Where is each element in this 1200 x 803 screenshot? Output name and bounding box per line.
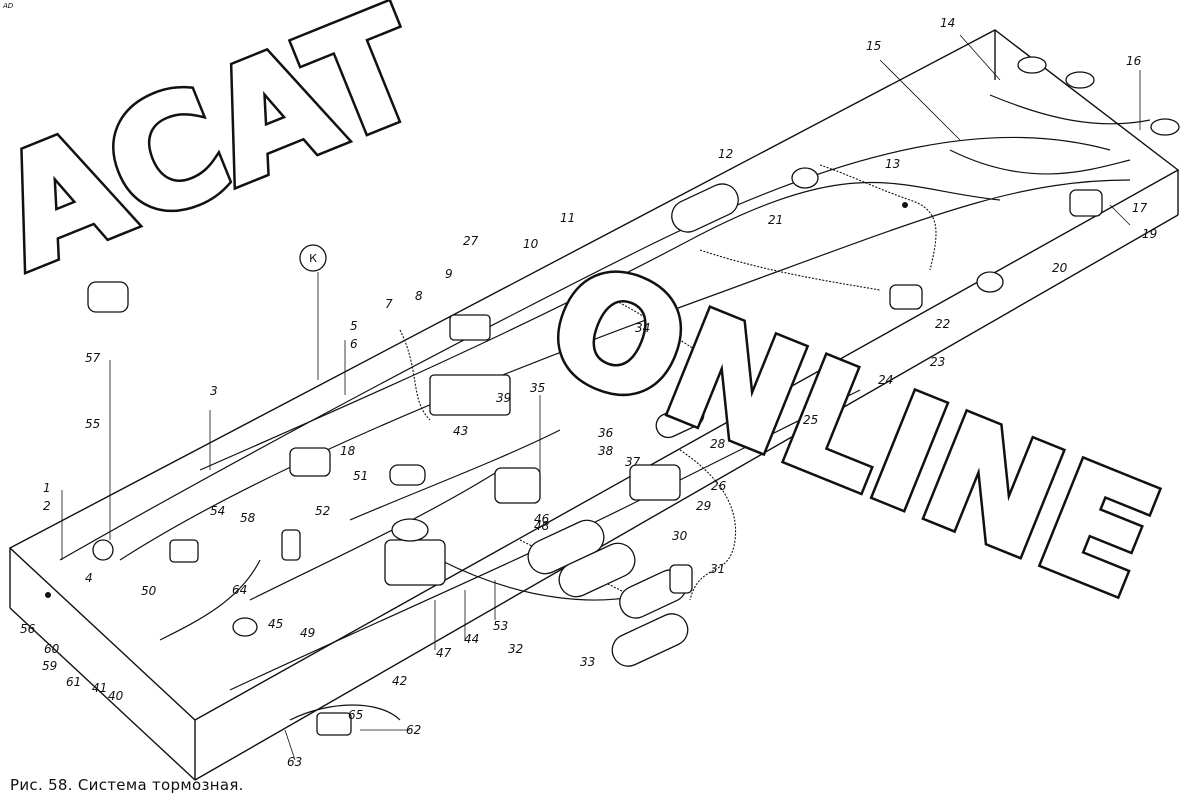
callout-51: 51 xyxy=(353,469,369,483)
callout-59: 59 xyxy=(42,659,58,673)
callout-29: 29 xyxy=(696,499,712,513)
chassis-frame xyxy=(8,29,1180,781)
callout-30: 30 xyxy=(672,529,688,543)
callout-19: 19 xyxy=(1142,227,1158,241)
callout-35: 35 xyxy=(530,381,546,395)
callout-6: 6 xyxy=(350,337,358,351)
callout-4: 4 xyxy=(85,571,93,585)
callout-21: 21 xyxy=(768,213,784,227)
callout-22: 22 xyxy=(935,317,951,331)
callout-61: 61 xyxy=(66,675,82,689)
callout-64: 64 xyxy=(232,583,248,597)
callout-49: 49 xyxy=(300,626,316,640)
callout-14: 14 xyxy=(940,16,956,30)
watermark-left-fill: ACAT xyxy=(0,0,443,301)
callout-28: 28 xyxy=(710,437,726,451)
callout-5: 5 xyxy=(350,319,358,333)
callout-63: 63 xyxy=(287,755,303,769)
callout-53: 53 xyxy=(493,619,509,633)
callout-47: 47 xyxy=(436,646,452,660)
callout-9: 9 xyxy=(445,267,453,281)
callout-10: 10 xyxy=(523,237,539,251)
callout-56: 56 xyxy=(20,622,36,636)
callout-16: 16 xyxy=(1126,54,1142,68)
callout-39: 39 xyxy=(496,391,512,405)
callout-54: 54 xyxy=(210,504,226,518)
k-marker-label: К xyxy=(309,252,317,265)
callout-44: 44 xyxy=(464,632,480,646)
callout-57: 57 xyxy=(85,351,101,365)
callout-37: 37 xyxy=(625,455,641,469)
callout-26: 26 xyxy=(711,479,727,493)
callout-18: 18 xyxy=(340,444,356,458)
figure-caption: Рис. 58. Система тормозная. xyxy=(10,776,244,794)
callout-33: 33 xyxy=(580,655,596,669)
brake-lines xyxy=(59,94,1151,721)
callout-11: 11 xyxy=(560,211,576,225)
callout-62: 62 xyxy=(406,723,422,737)
callout-32: 32 xyxy=(508,642,524,656)
callout-25: 25 xyxy=(803,413,819,427)
callout-36: 36 xyxy=(598,426,614,440)
callout-12: 12 xyxy=(718,147,734,161)
callout-2: 2 xyxy=(43,499,51,513)
callout-8: 8 xyxy=(415,289,423,303)
callout-60: 60 xyxy=(44,642,60,656)
callout-52: 52 xyxy=(315,504,331,518)
callout-50: 50 xyxy=(141,584,157,598)
callout-41: 41 xyxy=(92,681,108,695)
callout-27: 27 xyxy=(463,234,479,248)
callout-42: 42 xyxy=(392,674,408,688)
callout-48: 48 xyxy=(534,519,550,533)
leader-lines xyxy=(61,34,1141,761)
callout-34: 34 xyxy=(635,321,651,335)
callout-31: 31 xyxy=(710,562,726,576)
callout-65: 65 xyxy=(348,708,364,722)
components xyxy=(45,56,1180,736)
callout-43: 43 xyxy=(453,424,469,438)
callout-38: 38 xyxy=(598,444,614,458)
callout-55: 55 xyxy=(85,417,101,431)
callout-24: 24 xyxy=(878,373,894,387)
callout-15: 15 xyxy=(866,39,882,53)
callout-3: 3 xyxy=(210,384,218,398)
callout-58: 58 xyxy=(240,511,256,525)
corner-mark: AD xyxy=(3,2,14,10)
callout-17: 17 xyxy=(1132,201,1148,215)
callout-23: 23 xyxy=(930,355,946,369)
callout-1: 1 xyxy=(43,481,51,495)
callout-40: 40 xyxy=(108,689,124,703)
callout-20: 20 xyxy=(1052,261,1068,275)
callout-46: 46 xyxy=(534,512,550,526)
callout-45: 45 xyxy=(268,617,284,631)
callout-13: 13 xyxy=(885,157,901,171)
callout-7: 7 xyxy=(385,297,393,311)
